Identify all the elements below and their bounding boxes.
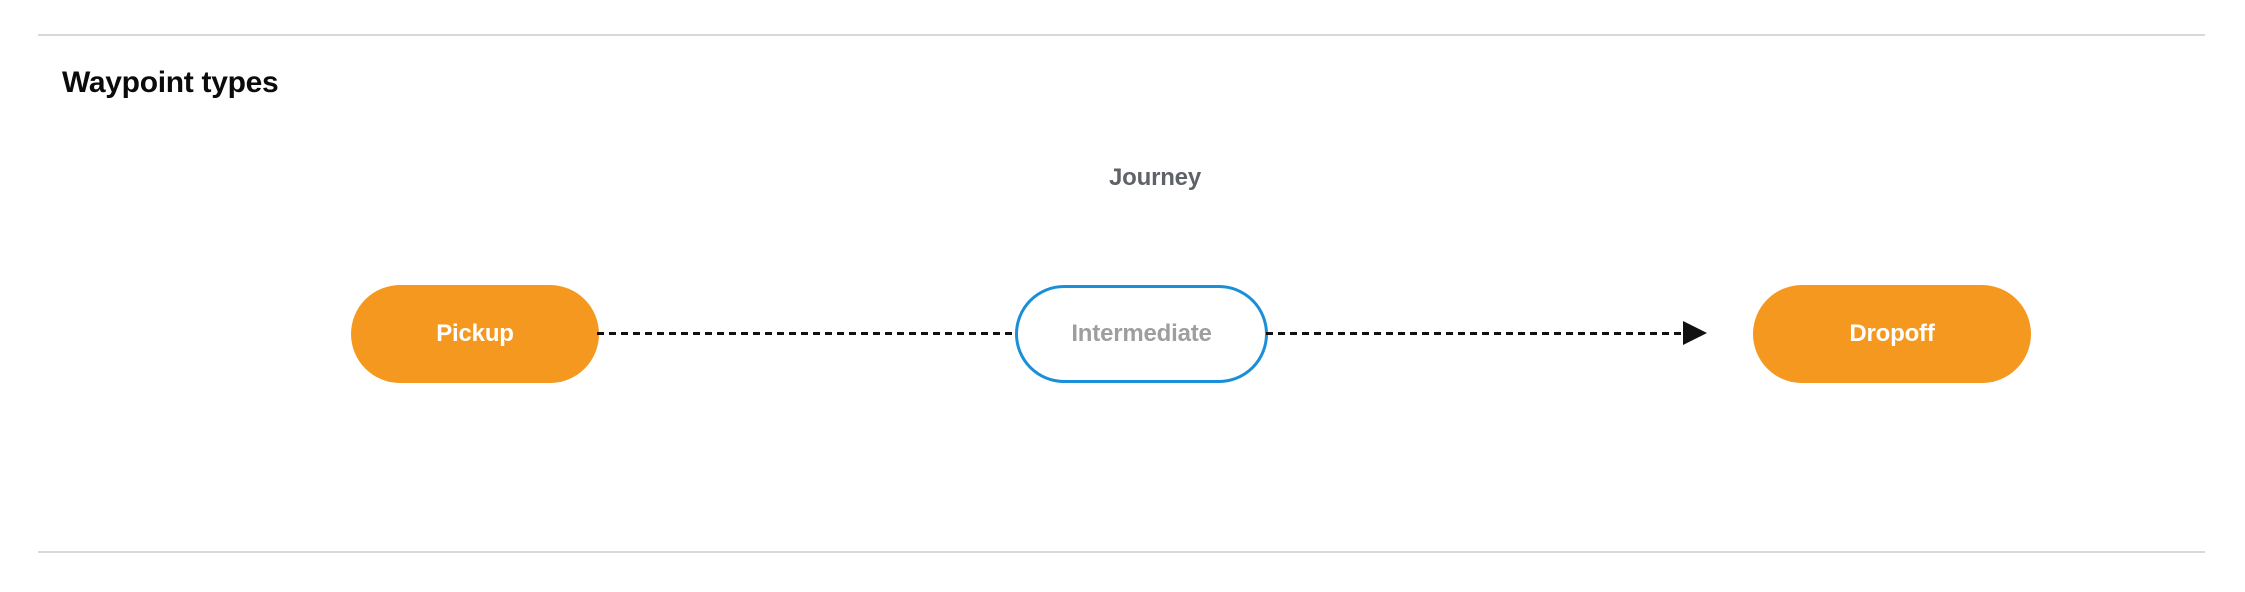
journey-diagram: Journey Pickup Intermediate Dropoff: [0, 150, 2245, 410]
waypoint-node-pickup[interactable]: Pickup: [351, 285, 599, 383]
section-divider-bottom: [38, 551, 2205, 553]
connector-intermediate-to-dropoff: [1266, 332, 1686, 335]
arrow-head-icon: [1683, 321, 1707, 345]
waypoint-node-intermediate[interactable]: Intermediate: [1015, 285, 1268, 383]
waypoint-node-pickup-label: Pickup: [436, 320, 514, 347]
section-divider-top: [38, 34, 2205, 36]
waypoint-node-dropoff[interactable]: Dropoff: [1753, 285, 2031, 383]
waypoint-node-dropoff-label: Dropoff: [1849, 320, 1935, 347]
page-title: Waypoint types: [62, 66, 279, 99]
waypoint-node-intermediate-label: Intermediate: [1071, 320, 1212, 347]
journey-group-label: Journey: [1109, 164, 1201, 191]
connector-pickup-to-intermediate: [597, 332, 1017, 335]
